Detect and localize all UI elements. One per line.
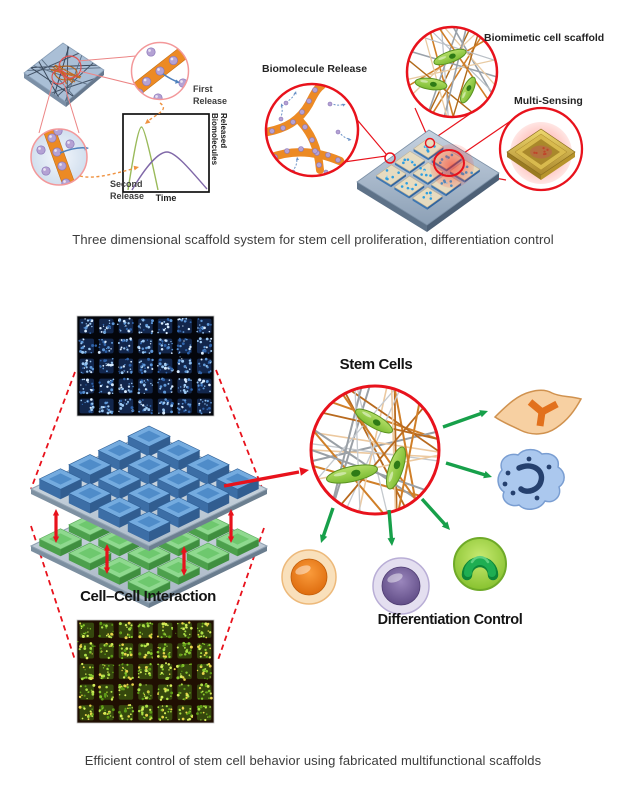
bottom-caption: Efficient control of stem cell behavior … bbox=[84, 753, 542, 768]
zoom-connector-lines-left bbox=[38, 55, 141, 134]
biomimetic-scaffold-circle bbox=[405, 25, 499, 119]
differentiated-cell-purple-round bbox=[372, 557, 430, 615]
differentiated-cell-star bbox=[493, 389, 583, 435]
mini-scaffold-plate bbox=[23, 42, 105, 107]
fluorescence-image-blue bbox=[76, 315, 215, 417]
fluorescence-image-green bbox=[76, 619, 215, 724]
differentiated-cell-green-round bbox=[453, 537, 507, 591]
interaction-arrows bbox=[52, 509, 235, 576]
biomolecule-release-circle bbox=[264, 82, 360, 178]
second-release-label: Second Release bbox=[110, 179, 145, 201]
first-release-label: First Release bbox=[193, 84, 228, 106]
cell-cell-interaction-label: Cell–Cell Interaction bbox=[80, 588, 216, 605]
second-release-circle bbox=[30, 128, 89, 186]
multi-sensing-circle bbox=[498, 106, 584, 192]
first-release-circle bbox=[130, 41, 190, 101]
stem-cells-label: Stem Cells bbox=[339, 356, 413, 373]
differentiated-cell-blue bbox=[497, 448, 565, 510]
graph-x-axis-label: Time bbox=[155, 193, 177, 203]
release-graph bbox=[79, 102, 210, 193]
top-caption: Three dimensional scaffold system for st… bbox=[72, 232, 554, 247]
biomimetic-scaffold-label: Biomimetic cell scaffold bbox=[484, 32, 605, 44]
biomolecule-release-label: Biomolecule Release bbox=[262, 63, 368, 75]
stem-cells-circle bbox=[309, 384, 441, 516]
differentiation-control-label: Differentiation Control bbox=[377, 612, 523, 628]
differentiated-cell-orange-round bbox=[281, 549, 337, 605]
differentiation-arrows bbox=[320, 410, 492, 546]
microwell-plate bbox=[356, 129, 500, 232]
upper-plate-blue-pillars bbox=[29, 425, 269, 551]
graph-y-axis-label: Released Biomolecules bbox=[210, 113, 228, 166]
multi-sensing-label: Multi-Sensing bbox=[514, 95, 583, 107]
plate-to-stemcells-arrow bbox=[223, 467, 309, 488]
